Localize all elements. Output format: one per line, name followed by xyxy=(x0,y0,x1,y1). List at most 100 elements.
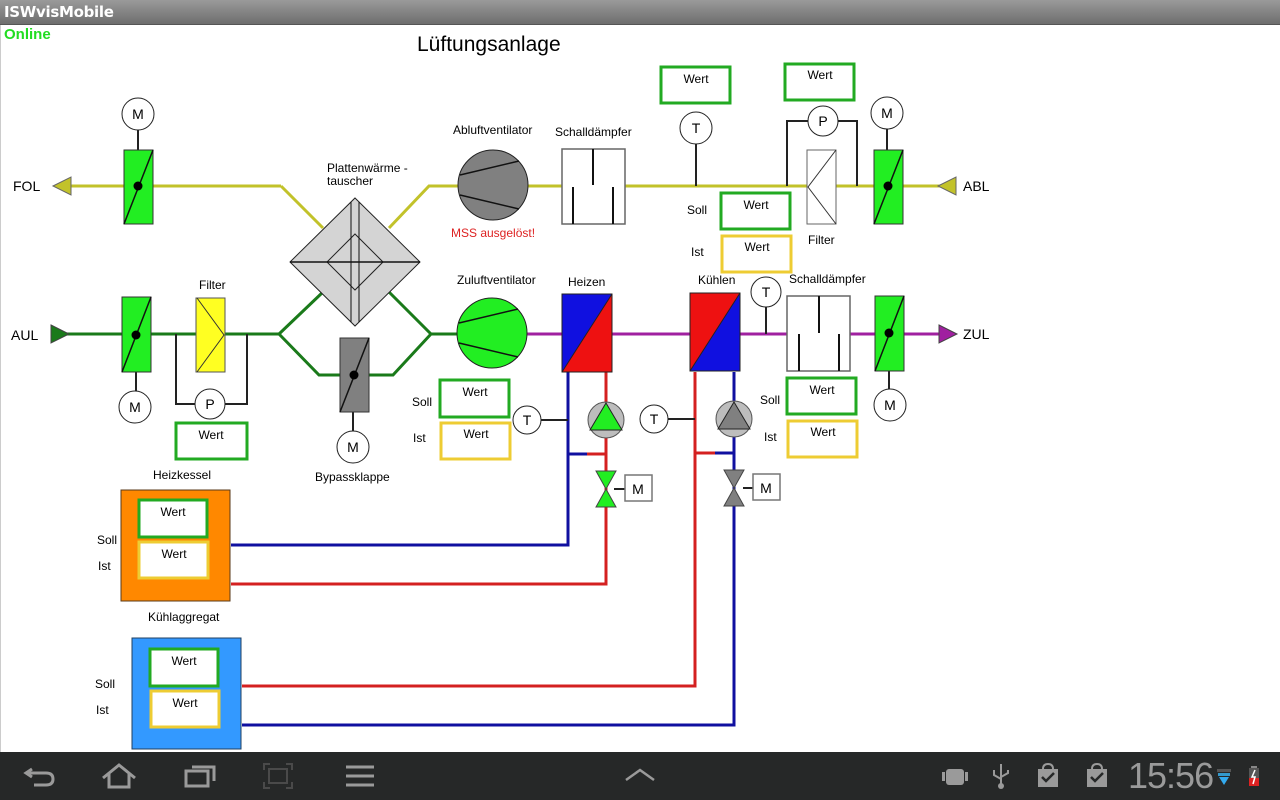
bypass-damper[interactable] xyxy=(339,337,370,413)
svg-text:T: T xyxy=(650,411,659,427)
chiller-label: Kühlaggregat xyxy=(148,610,220,624)
cooling-coil[interactable] xyxy=(689,292,741,372)
supply-air-damper-motor[interactable]: M xyxy=(873,388,907,422)
exhaust-inlet-damper-motor[interactable]: M xyxy=(870,96,904,130)
supply-silencer-label: Schalldämpfer xyxy=(789,272,866,286)
chiller-soll-value[interactable]: Wert xyxy=(148,647,220,688)
outdoor-air-damper-motor[interactable]: M xyxy=(118,390,152,424)
app-title-bar: ISWvisMobile xyxy=(0,0,1280,25)
back-icon[interactable] xyxy=(20,760,60,792)
supply-silencer[interactable] xyxy=(786,295,851,372)
system-clock: 15:56 xyxy=(1128,755,1214,796)
outdoor-filter[interactable] xyxy=(195,297,226,373)
usb-icon xyxy=(993,764,1009,789)
supply-temp-ist-value[interactable]: Wert xyxy=(786,419,859,459)
bypass-damper-label: Bypassklappe xyxy=(315,470,390,484)
outdoor-filter-label: Filter xyxy=(199,278,226,292)
supply-air-damper[interactable] xyxy=(874,295,905,372)
exhaust-filter[interactable] xyxy=(806,149,837,225)
svg-text:M: M xyxy=(129,399,141,415)
recent-apps-icon[interactable] xyxy=(180,760,220,792)
supply-fan[interactable] xyxy=(456,297,528,369)
chiller-ist-label: Ist xyxy=(96,703,109,717)
boiler-ist-label: Ist xyxy=(98,559,111,573)
heating-pump[interactable] xyxy=(587,401,625,439)
expand-icon[interactable] xyxy=(620,760,660,792)
battery-icon xyxy=(1249,766,1259,786)
cooling-coil-label: Kühlen xyxy=(698,273,735,287)
boiler-ist-value[interactable]: Wert xyxy=(137,540,210,580)
wifi-signal-icon xyxy=(1217,769,1231,785)
boiler-soll-value[interactable]: Wert xyxy=(137,498,209,539)
svg-text:T: T xyxy=(762,284,771,300)
svg-text:Wert: Wert xyxy=(807,68,833,82)
exhaust-temperature-sensor[interactable]: T xyxy=(679,111,713,145)
exhaust-outlet-damper[interactable] xyxy=(123,149,154,225)
heating-valve-motor[interactable]: M xyxy=(624,474,653,502)
home-icon[interactable] xyxy=(99,760,139,792)
screenshot-icon[interactable] xyxy=(258,760,298,792)
fol-port-arrow-icon xyxy=(51,176,72,196)
supply-temp-soll-label: Soll xyxy=(760,393,780,407)
heating-coil[interactable] xyxy=(561,293,613,373)
zul-port-arrow-icon xyxy=(938,324,959,344)
exhaust-outlet-damper-motor[interactable]: M xyxy=(121,97,155,131)
abl-port-arrow-icon xyxy=(936,176,957,196)
supply-fan-ist-label: Ist xyxy=(413,431,426,445)
exhaust-temp-top-value[interactable]: Wert xyxy=(659,65,732,105)
exhaust-temp-ist-label: Ist xyxy=(691,245,704,259)
app-title: ISWvisMobile xyxy=(4,3,114,21)
cooling-valve-motor[interactable]: M xyxy=(752,473,781,501)
exhaust-fan[interactable] xyxy=(457,149,529,221)
outdoor-filter-pressure-sensor[interactable]: P xyxy=(194,388,226,420)
plate-heat-exchanger[interactable] xyxy=(289,197,421,327)
cooling-pump[interactable] xyxy=(715,400,753,438)
svg-text:M: M xyxy=(881,105,893,121)
svg-text:Wert: Wert xyxy=(160,505,186,519)
supply-temperature-sensor[interactable]: T xyxy=(750,276,782,308)
svg-text:Wert: Wert xyxy=(809,383,835,397)
outdoor-filter-pressure-value[interactable]: Wert xyxy=(174,421,249,461)
heating-water-temperature-sensor[interactable]: T xyxy=(512,405,542,435)
system-navigation-bar: 15:56 xyxy=(0,752,1280,800)
connection-status: Online xyxy=(4,26,51,43)
chiller-ist-value[interactable]: Wert xyxy=(149,689,221,729)
supply-fan-soll-value[interactable]: Wert xyxy=(438,378,511,419)
fol-label: FOL xyxy=(13,178,40,194)
exhaust-filter-pressure-sensor[interactable]: P xyxy=(807,105,839,137)
aul-port-arrow-icon xyxy=(50,324,71,344)
svg-text:Wert: Wert xyxy=(744,240,770,254)
svg-text:Wert: Wert xyxy=(462,385,488,399)
exhaust-filter-label: Filter xyxy=(808,233,835,247)
supply-fan-ist-value[interactable]: Wert xyxy=(439,421,512,461)
outdoor-air-duct xyxy=(67,290,459,377)
svg-text:P: P xyxy=(818,113,827,129)
aul-label: AUL xyxy=(11,327,38,343)
heat-exchanger-label-2: tauscher xyxy=(327,174,373,188)
supply-temp-ist-label: Ist xyxy=(764,430,777,444)
exhaust-temp-soll-value[interactable]: Wert xyxy=(719,191,792,231)
exhaust-inlet-damper[interactable] xyxy=(873,149,904,225)
exhaust-pressure-top-value[interactable]: Wert xyxy=(783,62,856,102)
svg-text:M: M xyxy=(884,397,896,413)
exhaust-fan-alarm: MSS ausgelöst! xyxy=(451,226,535,240)
svg-text:Wert: Wert xyxy=(463,427,489,441)
svg-text:Wert: Wert xyxy=(172,696,198,710)
menu-icon[interactable] xyxy=(340,760,380,792)
heating-valve[interactable] xyxy=(595,470,617,508)
supply-temp-soll-value[interactable]: Wert xyxy=(785,376,858,416)
svg-text:M: M xyxy=(132,106,144,122)
cooling-water-temperature-sensor[interactable]: T xyxy=(639,404,669,434)
svg-text:Wert: Wert xyxy=(198,428,224,442)
outdoor-air-damper[interactable] xyxy=(121,296,152,373)
exhaust-temp-ist-value[interactable]: Wert xyxy=(720,234,793,274)
exhaust-air-duct xyxy=(69,184,941,230)
zul-label: ZUL xyxy=(963,326,990,342)
exhaust-fan-label: Abluftventilator xyxy=(453,123,532,137)
store-icon xyxy=(1087,762,1107,787)
exhaust-silencer-label: Schalldämpfer xyxy=(555,125,632,139)
exhaust-silencer[interactable] xyxy=(561,148,626,225)
bypass-damper-motor[interactable]: M xyxy=(336,430,370,464)
android-debug-icon xyxy=(942,769,968,785)
cooling-valve[interactable] xyxy=(723,469,745,507)
